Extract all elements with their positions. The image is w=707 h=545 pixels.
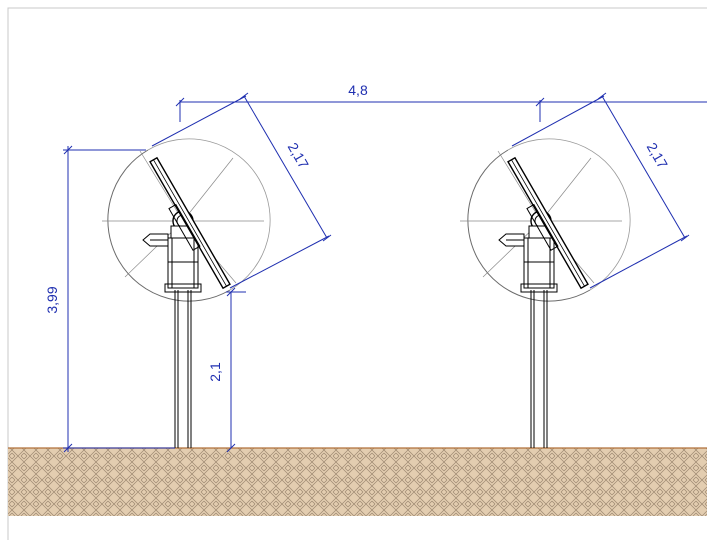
label-lower-edge-height: 2,1 <box>207 362 223 382</box>
label-panel-length-right: 2,17 <box>644 140 672 172</box>
post-left <box>164 237 202 448</box>
dimension-total-height <box>63 145 175 453</box>
drive-bracket-right <box>498 233 525 247</box>
pv-module-left <box>149 156 231 290</box>
post-right <box>520 237 558 448</box>
drive-bracket-left <box>142 233 169 247</box>
tracker-right <box>460 138 631 448</box>
dimension-row-spacing <box>175 97 707 122</box>
label-total-height: 3,99 <box>44 286 60 313</box>
dimension-panel-right <box>511 92 690 289</box>
dimension-lower-edge <box>226 287 246 453</box>
label-row-spacing: 4,8 <box>348 82 368 98</box>
pv-module-right <box>507 156 589 290</box>
rotation-sweep-right <box>467 149 591 302</box>
label-panel-length-left: 2,17 <box>285 140 313 172</box>
ground-soil <box>8 448 707 516</box>
tracker-left <box>102 138 271 448</box>
dimension-panel-left <box>151 92 332 289</box>
rotation-sweep-left <box>107 149 231 302</box>
